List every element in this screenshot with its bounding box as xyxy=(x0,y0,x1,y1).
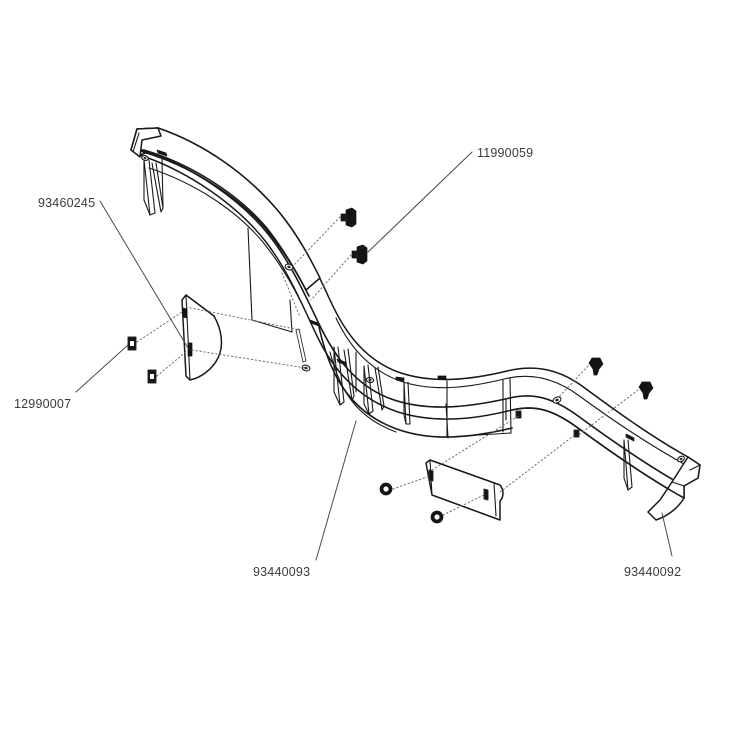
part-label-93440092: 93440092 xyxy=(624,565,682,579)
hex-screw-lower xyxy=(638,381,654,400)
part-label-93440093: 93440093 xyxy=(253,565,311,579)
push-rivet-clip-upper xyxy=(340,207,357,228)
clip-nut-bracket-upper xyxy=(379,482,393,496)
clip-nut-left-upper xyxy=(127,336,137,351)
label-leader-lines xyxy=(75,151,673,561)
part-label-11990059: 11990059 xyxy=(477,146,534,160)
bumper-beam-assembly xyxy=(130,127,701,521)
end-closing-plate xyxy=(181,294,223,381)
assembly-dotted-leaders xyxy=(136,216,639,516)
mounting-bracket-plate xyxy=(425,459,504,521)
push-rivet-clip-lower xyxy=(351,244,368,265)
part-label-12990007: 12990007 xyxy=(14,397,72,411)
hex-screw-upper xyxy=(588,357,604,376)
clip-nut-bracket-lower xyxy=(430,510,444,524)
clip-nut-left-lower xyxy=(147,369,157,384)
part-label-93460245: 93460245 xyxy=(38,196,96,210)
